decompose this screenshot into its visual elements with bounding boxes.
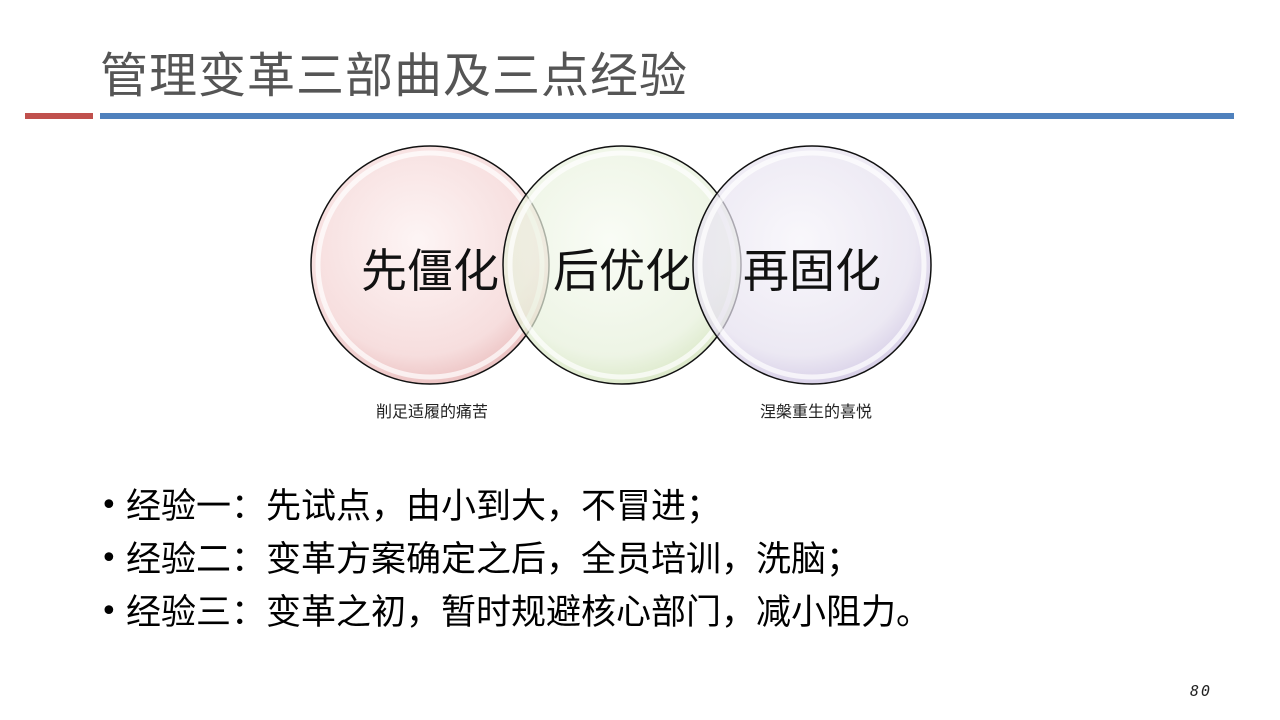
venn-label-optimize: 后优化 bbox=[553, 244, 691, 298]
venn-label-solidify: 再固化 bbox=[743, 244, 881, 298]
experience-list: •经验一：先试点，由小到大，不冒进； •经验二：变革方案确定之后，全员培训，洗脑… bbox=[100, 480, 931, 639]
list-item: •经验一：先试点，由小到大，不冒进； bbox=[100, 480, 931, 533]
list-item-text: 经验一：先试点，由小到大，不冒进； bbox=[126, 487, 722, 527]
page-title: 管理变革三部曲及三点经验 bbox=[100, 48, 689, 104]
list-item: •经验二：变革方案确定之后，全员培训，洗脑； bbox=[100, 533, 931, 586]
venn-label-stiffen: 先僵化 bbox=[361, 244, 499, 298]
bullet-icon: • bbox=[100, 541, 118, 576]
venn-circle-purple bbox=[692, 145, 932, 385]
title-accent-rule bbox=[25, 113, 93, 119]
venn-caption-left: 削足适履的痛苦 bbox=[375, 402, 489, 421]
title-underline-rule bbox=[100, 113, 1234, 119]
bullet-icon: • bbox=[100, 594, 118, 629]
list-item-text: 经验二：变革方案确定之后，全员培训，洗脑； bbox=[126, 540, 862, 580]
venn-caption-right: 涅槃重生的喜悦 bbox=[759, 402, 873, 421]
bullet-icon: • bbox=[100, 488, 118, 523]
page-number: 80 bbox=[1189, 682, 1212, 700]
list-item-text: 经验三：变革之初，暂时规避核心部门，减小阻力。 bbox=[126, 593, 932, 633]
list-item: •经验三：变革之初，暂时规避核心部门，减小阻力。 bbox=[100, 586, 931, 639]
